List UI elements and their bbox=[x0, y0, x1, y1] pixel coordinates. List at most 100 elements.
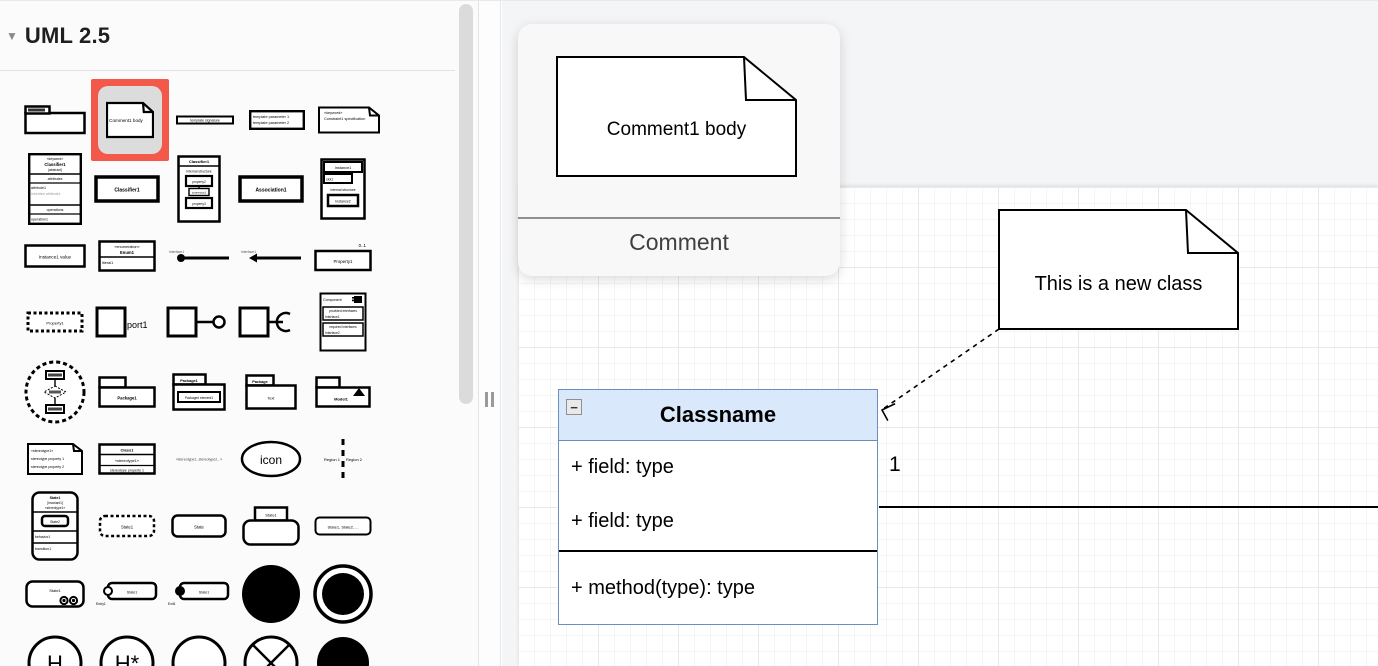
palette-shape-package[interactable]: Package1 bbox=[91, 357, 163, 427]
label: State1 bbox=[50, 496, 61, 500]
palette-shape-required-interface[interactable]: Interface1 bbox=[235, 229, 307, 283]
label: Property1 bbox=[333, 259, 353, 264]
multiplicity-label: 1 bbox=[889, 453, 901, 476]
icon-ellipse-icon: icon bbox=[240, 440, 302, 478]
label: Class1 bbox=[121, 448, 135, 453]
palette-shape-state-list[interactable]: State1, State2, ... bbox=[307, 491, 379, 561]
package-icon: Package1 bbox=[98, 376, 156, 408]
canvas-comment-note[interactable]: This is a new class bbox=[998, 209, 1239, 330]
palette-shape-terminate[interactable] bbox=[235, 631, 307, 666]
label: literal1 bbox=[102, 261, 113, 265]
regions-icon: Region 1 Region 2 bbox=[324, 439, 363, 479]
palette-shape-stereotype-note[interactable]: «stereotype1» stereotype property 1 ster… bbox=[19, 431, 91, 487]
palette-row: Package1 Package1 Packaged element1 Pack… bbox=[19, 357, 384, 427]
label: Package1 bbox=[180, 379, 198, 383]
palette-shape-package-element[interactable]: Package1 Packaged element1 bbox=[163, 357, 235, 427]
preview-title: Comment bbox=[629, 229, 729, 255]
label: [invariant1] bbox=[47, 501, 63, 505]
splitter-handle-icon[interactable] bbox=[485, 392, 494, 407]
property-dashed-icon: Property1 bbox=[26, 311, 84, 333]
shallow-history-icon: H bbox=[27, 635, 83, 666]
palette-shape-instance-value[interactable]: Instance1 value bbox=[19, 229, 91, 283]
palette-shape-state-detailed[interactable]: State1 [invariant1] «stereotype1» State2… bbox=[19, 491, 91, 561]
state-detailed-icon: State1 [invariant1] «stereotype1» State2… bbox=[31, 491, 79, 561]
palette-shape-initial-state[interactable] bbox=[235, 563, 307, 625]
template-signature-icon: template signature bbox=[176, 115, 234, 125]
label: State1, State2, ... bbox=[328, 525, 359, 530]
state-dashed-icon: State1 bbox=[98, 514, 156, 538]
component-icon: Component provided interfaces Interface1… bbox=[319, 292, 367, 352]
label: State1 bbox=[127, 591, 137, 595]
label: template parameter 1 bbox=[253, 115, 289, 119]
palette-shape-package-text[interactable]: Package Text bbox=[235, 357, 307, 427]
dashed-connector-edge[interactable] bbox=[868, 319, 1008, 423]
palette-shape-entry-point[interactable]: State1 Entry1 bbox=[91, 563, 163, 625]
palette-shape-icon-ellipse[interactable]: icon bbox=[235, 431, 307, 487]
palette-shape-state[interactable]: State bbox=[163, 491, 235, 561]
instance-icon: Instance1 slot1 internal structure Insta… bbox=[320, 158, 366, 220]
panel-splitter[interactable] bbox=[479, 1, 501, 666]
label: template parameter 2 bbox=[253, 121, 289, 125]
palette-shape-collaboration[interactable] bbox=[19, 357, 91, 427]
palette-shape-shallow-history[interactable]: H bbox=[19, 631, 91, 666]
palette-shape-property-dashed[interactable]: Property1 bbox=[19, 289, 91, 355]
palette-shape-template-signature[interactable]: template signature bbox=[169, 79, 241, 161]
palette-shape-component[interactable]: Component provided interfaces Interface1… bbox=[307, 289, 379, 355]
palette-shape-internal-structure[interactable]: Classifier1 internal structure property2… bbox=[163, 155, 235, 223]
palette-shape-port[interactable]: port1 bbox=[91, 289, 163, 355]
palette-row: Property1 port1 bbox=[19, 289, 384, 355]
package-element-icon: Package1 Packaged element1 bbox=[172, 373, 226, 411]
preview-note-shape bbox=[556, 56, 797, 177]
palette-section-header[interactable]: ▼ UML 2.5 bbox=[6, 23, 110, 49]
palette-shape-state-exit-points[interactable]: State1 bbox=[19, 563, 91, 625]
comment-shape-icon: Comment1 body bbox=[106, 101, 154, 139]
sidebar-scrollbar[interactable] bbox=[459, 4, 473, 404]
palette-shape-model[interactable]: Model1 bbox=[307, 357, 379, 427]
palette-shape-deep-history[interactable]: H* bbox=[91, 631, 163, 666]
palette-shape-provided-interface[interactable]: Interface1 bbox=[163, 229, 235, 283]
palette-shape-property[interactable]: 0..1 Property1 bbox=[307, 229, 379, 283]
palette-shape-state-composite[interactable]: State1 bbox=[235, 491, 307, 561]
palette-shape-comment-selected[interactable]: Comment1 body bbox=[91, 79, 169, 161]
state-list-icon: State1, State2, ... bbox=[314, 516, 372, 536]
palette-shape-port-required[interactable] bbox=[235, 289, 307, 355]
palette-shape-enumeration[interactable]: «enumeration» Enum1 literal1 bbox=[91, 229, 163, 283]
template-parameters-icon: template parameter 1 template parameter … bbox=[249, 110, 305, 130]
palette-shape-stereotype-class[interactable]: Class1 «stereotype1» stereotype property… bbox=[91, 431, 163, 487]
uml-class-shape[interactable]: − Classname + field: type + field: type … bbox=[558, 389, 878, 625]
association-edge[interactable] bbox=[879, 506, 1378, 508]
class-header[interactable]: − Classname bbox=[559, 390, 877, 441]
palette-shape-port-provided[interactable] bbox=[163, 289, 235, 355]
palette-shape-junction[interactable] bbox=[163, 631, 235, 666]
palette-shape-frame[interactable] bbox=[19, 79, 91, 161]
palette-shape-classifier-detailed[interactable]: «keyword» Classifier1 (abstract) attribu… bbox=[19, 153, 91, 225]
palette-shape-regions[interactable]: Region 1 Region 2 bbox=[307, 431, 379, 487]
palette-shape-final-state[interactable] bbox=[307, 563, 379, 625]
property-icon: 0..1 Property1 bbox=[314, 243, 372, 272]
class-field-row[interactable]: + field: type bbox=[559, 493, 877, 550]
label: port1 bbox=[127, 320, 148, 330]
label: Comment1 body bbox=[109, 118, 143, 123]
palette-shape-association[interactable]: Association1 bbox=[235, 156, 307, 222]
stereotype-note-icon: «stereotype1» stereotype property 1 ster… bbox=[27, 443, 83, 475]
enumeration-icon: «enumeration» Enum1 literal1 bbox=[98, 240, 156, 272]
port-provided-interface-icon bbox=[166, 306, 226, 338]
palette-shape-state-dashed[interactable]: State1 bbox=[91, 491, 163, 561]
palette-shape-classifier[interactable]: Classifier1 bbox=[91, 156, 163, 222]
palette-shape-constraint[interactable]: «keyword» Constraint1 specification bbox=[313, 79, 385, 161]
class-field-row[interactable]: + field: type bbox=[559, 441, 877, 493]
label: «keyword» bbox=[47, 157, 64, 161]
collaboration-icon bbox=[24, 360, 86, 424]
palette-shape-stereotype-text[interactable]: «stereotype1, stereotype2...» bbox=[163, 431, 235, 487]
palette-shape-instance[interactable]: Instance1 slot1 internal structure Insta… bbox=[307, 156, 379, 222]
palette-shape-exit-point[interactable]: State1 Exit1 bbox=[163, 563, 235, 625]
collapse-button[interactable]: − bbox=[566, 399, 582, 415]
diagram-canvas[interactable]: This is a new class − Classname + field:… bbox=[502, 1, 1378, 666]
label: 0..1 bbox=[359, 243, 367, 248]
preview-note-text: Comment1 body bbox=[606, 119, 747, 140]
palette-shape-choice[interactable] bbox=[307, 631, 379, 666]
label: stereotype property 1 bbox=[110, 469, 144, 473]
palette-shape-template-parameters[interactable]: template parameter 1 template parameter … bbox=[241, 79, 313, 161]
instance-value-icon: Instance1 value bbox=[24, 244, 86, 268]
class-method-row[interactable]: + method(type): type bbox=[559, 552, 877, 624]
